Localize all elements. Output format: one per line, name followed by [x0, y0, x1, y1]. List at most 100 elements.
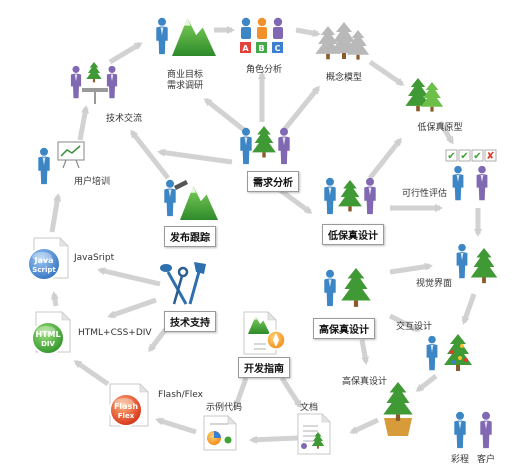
arrow-support-to-html [107, 297, 157, 319]
svg-text:C: C [275, 44, 281, 53]
label-role-analysis: 角色分析 [246, 63, 282, 75]
tech-exchange-person-icon [70, 65, 82, 99]
label-business-goals-1: 商业目标 [167, 68, 203, 80]
customer-feasibility-icon [476, 165, 488, 201]
arrow-js-to-training [49, 193, 62, 233]
arrow-req-to-goals [203, 98, 246, 132]
role-badge-icon: C [272, 42, 283, 53]
svg-text:B: B [258, 44, 264, 53]
label-feasibility: 可行性评估 [402, 187, 447, 199]
arrow-roles-to-concept [295, 27, 321, 38]
release-mountain-icon [180, 186, 218, 220]
arrow-hifi-hub-to-visual [389, 262, 433, 275]
prototype-tree-icon [405, 78, 431, 112]
role-badge-icon: B [256, 42, 267, 53]
designer-goals-icon [156, 17, 168, 55]
potted-tree-icon [384, 418, 412, 436]
designer-visual-icon [456, 243, 468, 279]
hub-low-fi[interactable]: 低保真设计 [322, 224, 384, 245]
label-low-fi-prototype: 低保真原型 [417, 121, 462, 133]
goals-mountain-icon [172, 18, 216, 56]
label-flash-flex: Flash/Flex [158, 390, 204, 400]
legend-customer-label: 客户 [477, 453, 495, 465]
hifi-designer-icon [324, 269, 336, 307]
hub-tech-support[interactable]: 技术支持 [164, 311, 216, 332]
svg-text:✘: ✘ [486, 151, 494, 162]
tech-exchange-person-icon [106, 65, 118, 99]
req-tree-icon [252, 126, 276, 158]
visual-tree-icon [470, 248, 498, 284]
check-box-icon: ✔ [471, 149, 484, 162]
role-figure-icon [241, 17, 251, 39]
release-person-icon [164, 179, 176, 217]
check-box-icon: ✔ [458, 149, 471, 162]
trainer-icon [38, 147, 50, 185]
sample-code-icon [203, 415, 237, 451]
role-figure-icon [273, 17, 283, 39]
potted-tree-top-icon [383, 382, 413, 421]
label-interaction: 交互设计 [396, 320, 432, 332]
req-designer-icon [240, 127, 252, 165]
svg-text:Script: Script [32, 266, 56, 274]
hub-release[interactable]: 发布跟踪 [164, 226, 216, 247]
arrow-support-to-js [97, 267, 161, 287]
arrow-hifi-hub-to-interaction [388, 313, 421, 333]
arrow-tech-to-goals [108, 41, 143, 65]
decorated-tree-icon [444, 334, 472, 371]
arrow-req-to-lowfi [278, 187, 313, 215]
arrow-release-to-tech [130, 129, 170, 180]
legend-designer-icon [454, 411, 466, 449]
label-tech-exchange: 技术交流 [106, 112, 142, 124]
training-board-icon [57, 141, 85, 169]
svg-text:Flash: Flash [114, 402, 138, 411]
lowfi-designer-icon [324, 177, 336, 215]
concept-tree-icon [346, 30, 370, 60]
hifi-tree-icon [341, 268, 371, 307]
arrow-guide-to-sample [233, 377, 249, 409]
arrow-sample-to-flash [155, 417, 197, 435]
hub-hi-fi[interactable]: 高保真设计 [313, 318, 375, 339]
arrow-html-to-js [50, 291, 59, 307]
svg-text:A: A [242, 44, 249, 53]
legend-designer-label: 彩程 [451, 454, 469, 465]
role-figure-icon [257, 17, 267, 39]
telescope-icon [174, 180, 188, 190]
role-badge-icon: A [240, 42, 251, 53]
label-hi-fi-design-node: 高保真设计 [342, 375, 387, 387]
concept-tree-icon [315, 26, 341, 60]
arrow-hifi-to-docs [349, 417, 380, 435]
svg-text:✔: ✔ [473, 151, 481, 162]
lowfi-customer-icon [364, 177, 376, 215]
prototype-tree-icon [420, 82, 444, 112]
hub-requirements[interactable]: 需求分析 [247, 171, 299, 192]
arrow-concept-to-lowfi [368, 59, 405, 87]
lowfi-tree-icon [338, 180, 362, 212]
label-sample-code: 示例代码 [206, 401, 242, 413]
label-concept-model: 概念模型 [326, 71, 362, 83]
guide-mountain-icon [248, 316, 270, 334]
arrow-interaction-to-hifi [415, 374, 438, 392]
hub-dev-guide[interactable]: 开发指南 [238, 357, 290, 378]
tech-exchange-tree-icon [86, 62, 102, 83]
text-labels: 商业目标 需求调研 角色分析 概念模型 低保真原型 可行性评估 视觉界面 交互设… [73, 63, 495, 465]
table-icon [82, 88, 108, 104]
arrow-lowfi-hub-to-prototype [368, 137, 402, 180]
label-docs: 文档 [300, 401, 318, 413]
flow-arrows [49, 26, 482, 444]
label-javascript: JavaSript [73, 253, 115, 263]
label-user-training: 用户培训 [74, 175, 110, 187]
svg-text:Flex: Flex [118, 412, 135, 420]
arrow-visual-to-interaction [461, 293, 477, 325]
arrow-flash-to-html [73, 359, 110, 387]
arrow-docs-to-sample [249, 435, 299, 444]
req-customer-icon [278, 127, 290, 165]
arrow-hifi-hub-to-design [359, 339, 370, 365]
document-tree-icon [311, 432, 325, 449]
label-visual-design: 视觉界面 [416, 277, 452, 289]
svg-text:DIV: DIV [41, 340, 55, 348]
